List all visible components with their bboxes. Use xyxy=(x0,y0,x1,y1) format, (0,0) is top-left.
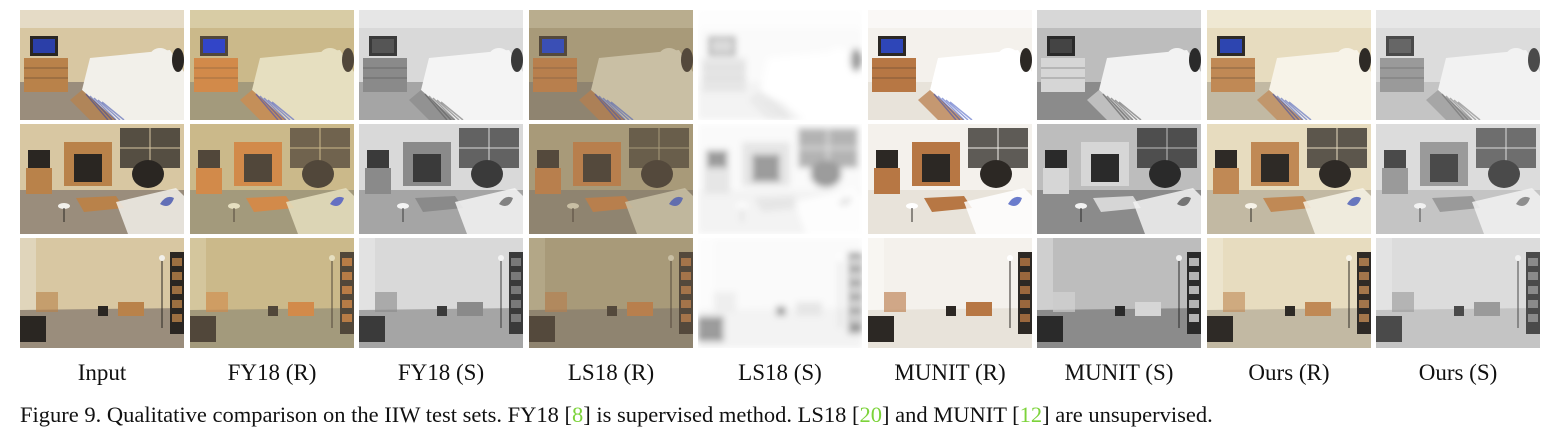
result-image-r2-c1 xyxy=(20,124,184,234)
figure-caption: Figure 9. Qualitative comparison on the … xyxy=(20,398,1550,432)
column-labels: Input FY18 (R) FY18 (S) LS18 (R) LS18 (S) MUN… xyxy=(20,356,1540,390)
result-image-r3-c6 xyxy=(868,238,1032,348)
result-image-r2-c9 xyxy=(1376,124,1540,234)
result-image-r1-c6 xyxy=(868,10,1032,120)
result-image-r3-c4 xyxy=(529,238,693,348)
caption-prefix: Figure 9. Qualitative comparison on the … xyxy=(20,402,572,427)
column-label-5: LS18 (S) xyxy=(738,360,822,385)
result-image-r3-c2 xyxy=(190,238,354,348)
result-image-r2-c5 xyxy=(698,124,862,234)
reference-link-20[interactable]: 20 xyxy=(859,402,882,427)
result-image-r3-c5 xyxy=(698,238,862,348)
result-image-r1-c4 xyxy=(529,10,693,120)
result-image-r1-c2 xyxy=(190,10,354,120)
column-label-2: FY18 (R) xyxy=(227,360,317,385)
result-image-r1-c3 xyxy=(359,10,523,120)
result-image-r3-c8 xyxy=(1207,238,1371,348)
result-image-r3-c3 xyxy=(359,238,523,348)
column-label-9: Ours (S) xyxy=(1418,360,1498,385)
result-image-r1-c8 xyxy=(1207,10,1371,120)
result-image-r2-c4 xyxy=(529,124,693,234)
reference-link-8[interactable]: 8 xyxy=(572,402,584,427)
column-label-1: Input xyxy=(77,360,127,385)
result-image-r2-c2 xyxy=(190,124,354,234)
result-image-r1-c1 xyxy=(20,10,184,120)
result-image-r2-c7 xyxy=(1037,124,1201,234)
column-label-3: FY18 (S) xyxy=(397,360,485,385)
result-image-r1-c7 xyxy=(1037,10,1201,120)
result-image-r2-c8 xyxy=(1207,124,1371,234)
result-image-r1-c5 xyxy=(698,10,862,120)
caption-mid-1: ] is supervised method. LS18 [ xyxy=(583,402,860,427)
result-image-r2-c3 xyxy=(359,124,523,234)
column-label-6: MUNIT (R) xyxy=(894,360,1006,385)
result-image-r3-c1 xyxy=(20,238,184,348)
column-label-7: MUNIT (S) xyxy=(1064,360,1174,385)
result-image-r2-c6 xyxy=(868,124,1032,234)
result-image-r3-c9 xyxy=(1376,238,1540,348)
result-image-r3-c7 xyxy=(1037,238,1201,348)
caption-mid-2: ] and MUNIT [ xyxy=(881,402,1020,427)
column-label-8: Ours (R) xyxy=(1248,360,1330,385)
reference-link-12[interactable]: 12 xyxy=(1019,402,1043,427)
caption-suffix: ] are unsupervised. xyxy=(1042,402,1213,427)
result-image-r1-c9 xyxy=(1376,10,1540,120)
image-grid xyxy=(20,10,1540,348)
column-label-4: LS18 (R) xyxy=(567,360,655,385)
